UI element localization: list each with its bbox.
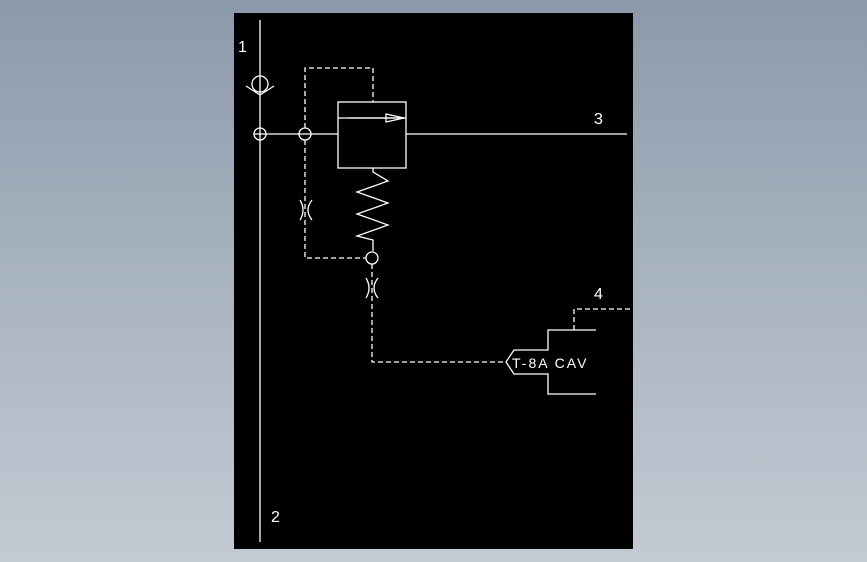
port-3-label: 3 [594,111,603,128]
drawing-sheet [234,13,633,549]
orifice-left-symbol [299,199,313,221]
port-4-label: 4 [594,286,603,303]
valve-body [337,101,407,169]
cavity-label: T-8A CAV [512,355,588,371]
drain-line [371,264,506,363]
pilot-line-top [304,67,374,128]
orifice-drain-symbol [365,277,379,299]
port-4-line [573,308,630,330]
cavity-outline [505,329,596,395]
spring-symbol [354,168,390,251]
port-2-label: 2 [271,509,280,526]
port-1-label: 1 [238,39,247,56]
flow-arrow-icon [348,113,405,123]
check-valve-symbol [245,75,275,96]
